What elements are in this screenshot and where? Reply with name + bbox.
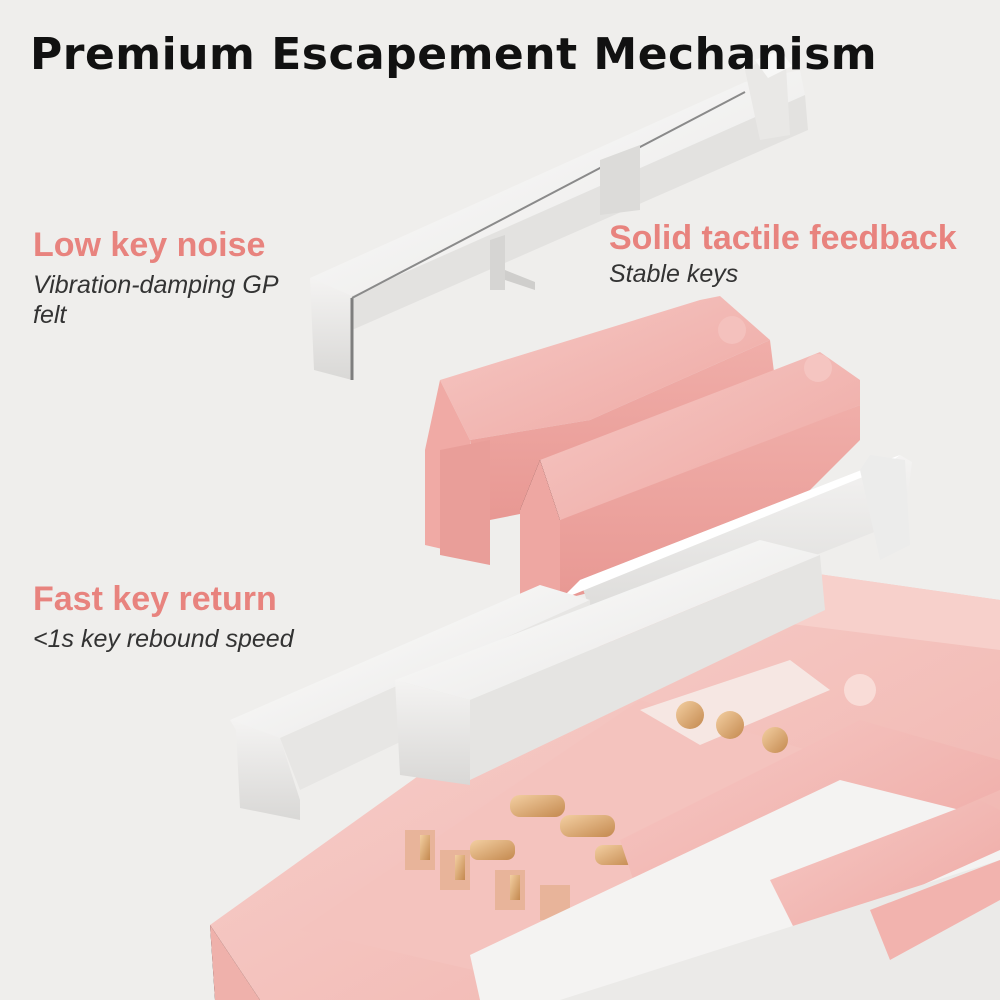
white-key-center bbox=[395, 540, 825, 785]
copper-contacts bbox=[405, 795, 635, 920]
feature-heading: Solid tactile feedback bbox=[609, 219, 957, 257]
escapement-rail bbox=[310, 48, 808, 380]
feature-fast-key-return: Fast key return <1s key rebound speed bbox=[33, 580, 294, 654]
feature-low-key-noise: Low key noise Vibration-damping GP felt bbox=[33, 226, 293, 330]
feature-heading: Fast key return bbox=[33, 580, 277, 618]
feature-detail: <1s key rebound speed bbox=[33, 625, 294, 653]
feature-detail: Stable keys bbox=[609, 260, 739, 288]
feature-solid-tactile-feedback: Solid tactile feedback Stable keys bbox=[609, 219, 957, 289]
feature-detail: Vibration-damping GP felt bbox=[33, 271, 278, 329]
page-title: Premium Escapement Mechanism bbox=[30, 29, 878, 80]
pink-key-front bbox=[520, 352, 860, 605]
sensor-board bbox=[640, 660, 876, 753]
front-keys bbox=[470, 720, 1000, 1000]
feature-heading: Low key noise bbox=[33, 226, 266, 264]
